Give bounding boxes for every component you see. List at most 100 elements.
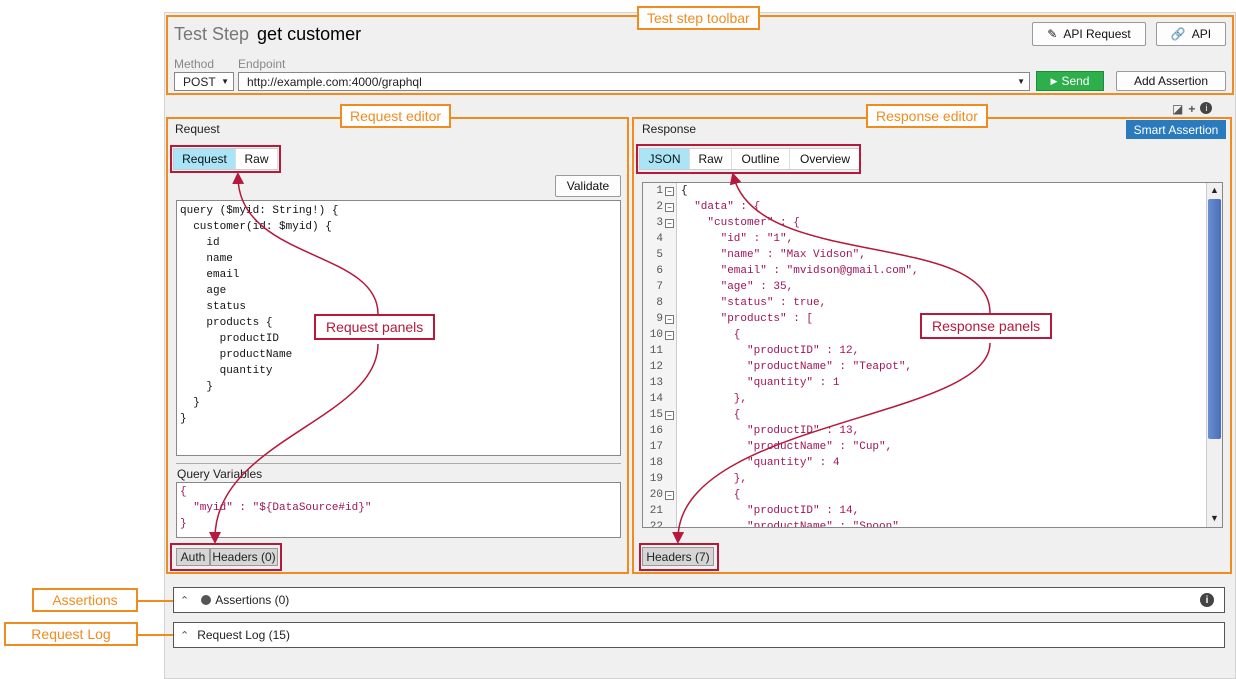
code-line: "productName" : "Cup", — [681, 441, 893, 453]
code-line: id — [180, 237, 220, 249]
line-gutter — [643, 183, 677, 527]
expand-up-icon[interactable]: ⌃ — [180, 594, 190, 607]
api-button[interactable]: 🔗API — [1156, 22, 1226, 46]
test-step-prefix: Test Step — [174, 24, 250, 44]
request-log-label: Request Log (15) — [197, 628, 290, 642]
code-line: "quantity" : 1 — [681, 377, 840, 389]
code-line: customer(id: $myid) { — [180, 221, 332, 233]
endpoint-label: Endpoint — [238, 57, 286, 71]
endpoint-input[interactable]: http://example.com:4000/graphql ▼ — [238, 72, 1030, 91]
tab-response-headers[interactable]: Headers (7) — [642, 547, 714, 566]
assertions-label: Assertions (0) — [215, 593, 290, 607]
scroll-down-icon[interactable]: ▼ — [1210, 513, 1219, 523]
code-line: "email" : "mvidson@gmail.com", — [681, 265, 919, 277]
code-line: "productID" : 14, — [681, 505, 860, 517]
api-request-button[interactable]: ✎API Request — [1032, 22, 1146, 46]
tab-raw[interactable]: Raw — [236, 149, 278, 169]
code-line: "data" : { — [681, 201, 761, 213]
chevron-down-icon[interactable]: ▼ — [1017, 77, 1025, 86]
request-editor: Request Request Raw Validate query ($myi… — [168, 118, 628, 572]
send-button[interactable]: ▶Send — [1036, 71, 1104, 91]
code-line: status — [180, 301, 247, 313]
response-editor: Response Smart Assertion JSON Raw Outlin… — [634, 118, 1230, 572]
code-line: "productID" : 12, — [681, 345, 860, 357]
code-line: { — [681, 409, 741, 421]
code-line: { — [681, 329, 741, 341]
code-line: "age" : 35, — [681, 281, 794, 293]
fold-toggle-icon[interactable]: − — [665, 219, 674, 228]
fold-toggle-icon[interactable]: − — [665, 315, 674, 324]
chevron-down-icon: ▼ — [221, 77, 229, 86]
code-line: "productName" : "Teapot", — [681, 361, 913, 373]
toolbar-icons: ◪ + i — [1172, 102, 1213, 116]
tab-outline[interactable]: Outline — [732, 149, 790, 169]
code-line: "productName" : "Spoon", — [681, 521, 906, 528]
validate-button[interactable]: Validate — [555, 175, 621, 197]
tab-request[interactable]: Request — [174, 149, 236, 169]
assertions-panel[interactable]: ⌃ Assertions (0) i — [173, 587, 1225, 613]
code-line: } — [180, 413, 187, 425]
scroll-up-icon[interactable]: ▲ — [1210, 185, 1219, 195]
tab-overview[interactable]: Overview — [790, 149, 860, 169]
code-line: productID — [180, 333, 280, 345]
request-title: Request — [175, 122, 220, 136]
edit-icon: ✎ — [1047, 27, 1058, 41]
add-assertion-button[interactable]: Add Assertion — [1116, 71, 1226, 91]
vertical-scrollbar[interactable]: ▲ ▼ — [1206, 183, 1222, 527]
callout-assertions: Assertions — [32, 588, 138, 612]
tab-headers[interactable]: Headers (0) — [210, 548, 278, 566]
code-line: }, — [681, 393, 748, 405]
fold-toggle-icon[interactable]: − — [665, 203, 674, 212]
scroll-thumb[interactable] — [1208, 199, 1221, 439]
plus-icon[interactable]: + — [1188, 102, 1196, 116]
code-line: quantity — [180, 365, 273, 377]
fold-toggle-icon[interactable]: − — [665, 491, 674, 500]
request-tabs: Request Raw — [173, 148, 278, 170]
code-line: query ($myid: String!) { — [180, 205, 339, 217]
info-icon[interactable]: i — [1200, 593, 1214, 607]
callout-response-panels: Response panels — [920, 313, 1053, 339]
divider — [176, 463, 621, 464]
json-code: { "data" : { "customer" : { "id" : "1", … — [681, 183, 919, 528]
tab-auth[interactable]: Auth — [176, 548, 210, 566]
method-label: Method — [174, 57, 215, 71]
fold-toggle-icon[interactable]: − — [665, 411, 674, 420]
code-line: "productID" : 13, — [681, 425, 860, 437]
fold-toggle-icon[interactable]: − — [665, 187, 674, 196]
code-line: "id" : "1", — [681, 233, 794, 245]
tab-raw-response[interactable]: Raw — [690, 149, 732, 169]
code-line: "myid" : "${DataSource#id}" — [180, 502, 372, 514]
code-line: products { — [180, 317, 273, 329]
callout-test-step-toolbar: Test step toolbar — [637, 6, 760, 30]
code-line: "customer" : { — [681, 217, 800, 229]
response-tabs: JSON Raw Outline Overview — [639, 148, 861, 170]
code-line: { — [180, 486, 187, 498]
callout-response-editor: Response editor — [866, 104, 988, 128]
response-title: Response — [642, 122, 697, 136]
code-line: } — [180, 381, 214, 393]
fold-toggle-icon[interactable]: − — [665, 331, 674, 340]
callout-request-panels: Request panels — [314, 314, 436, 340]
play-icon: ▶ — [1050, 75, 1058, 86]
status-dot-icon — [201, 595, 212, 605]
collapse-icon[interactable]: ◪ — [1172, 102, 1184, 116]
link-icon: 🔗 — [1170, 27, 1186, 41]
code-line: "name" : "Max Vidson", — [681, 249, 866, 261]
tab-json[interactable]: JSON — [640, 149, 690, 169]
info-icon[interactable]: i — [1200, 102, 1213, 114]
code-line: } — [180, 518, 187, 530]
code-line: "products" : [ — [681, 313, 814, 325]
request-log-panel[interactable]: ⌃ Request Log (15) — [173, 622, 1225, 648]
method-select[interactable]: POST ▼ — [174, 72, 234, 91]
smart-assertion-button[interactable]: Smart Assertion — [1126, 120, 1226, 139]
query-variables-title: Query Variables — [177, 467, 263, 481]
code-line: "quantity" : 4 — [681, 457, 840, 469]
test-step-name[interactable]: get customer — [257, 24, 362, 44]
code-line: { — [681, 185, 688, 197]
code-line: productName — [180, 349, 293, 361]
query-variables-editor[interactable]: { "myid" : "${DataSource#id}"} — [176, 482, 621, 538]
expand-up-icon[interactable]: ⌃ — [180, 629, 190, 642]
callout-request-editor: Request editor — [340, 104, 452, 128]
